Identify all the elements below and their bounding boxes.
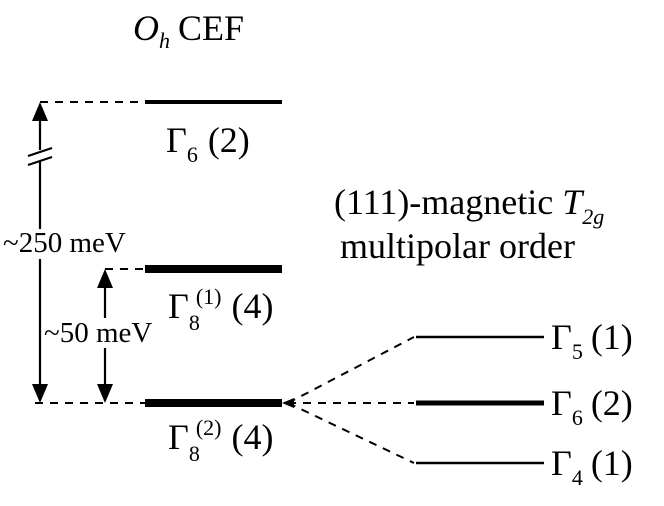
small-gap-label: ~50 meV (44, 317, 152, 349)
split-dash-lower (287, 402, 415, 464)
title-suffix: CEF (178, 8, 244, 48)
small-gap-label-bg (44, 318, 162, 348)
label-gamma4: Γ4(1) (551, 443, 633, 490)
large-gap-arrow-head-up (32, 102, 48, 121)
label-gamma6-split: Γ6(2) (551, 383, 633, 430)
break-mark-2 (27, 155, 53, 167)
small-gap-arrow-head-up (97, 269, 113, 288)
order-label-line2: multipolar order (340, 226, 575, 266)
large-gap-arrow-head-down (32, 384, 48, 403)
label-gamma8-1: Γ8(1)(4) (168, 284, 273, 335)
label-gamma5: Γ5(1) (551, 317, 633, 364)
label-gamma8-2: Γ8(2)(4) (168, 415, 273, 466)
large-gap-label-bg (2, 229, 142, 259)
break-mark-1 (27, 146, 53, 158)
large-gap-label: ~250 meV (3, 227, 126, 259)
title-symbol: O (133, 8, 159, 48)
split-origin-arrow (282, 398, 294, 408)
label-gamma6-top: Γ6(2) (166, 120, 250, 167)
title-subscript: h (159, 28, 170, 53)
diagram-title: Oh CEF (133, 8, 244, 53)
small-gap-arrow-head-down (97, 384, 113, 403)
split-dash-upper (287, 336, 415, 404)
